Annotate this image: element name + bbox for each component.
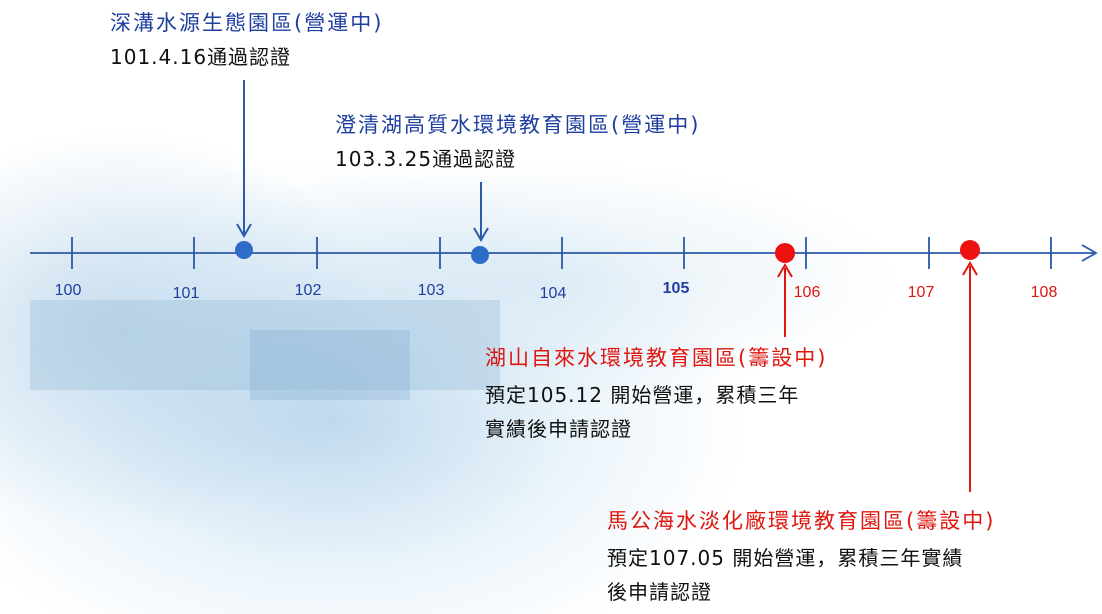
tick-label-102: 102 xyxy=(294,282,322,299)
event-3-title: 湖山自來水環境教育園區(籌設中) xyxy=(485,346,828,370)
arrow-event-1-head xyxy=(236,223,252,238)
background-building xyxy=(250,330,410,400)
timeline-axis-arrowhead xyxy=(1081,244,1098,262)
tick-label-107: 107 xyxy=(907,284,935,301)
marker-103-3 xyxy=(471,246,489,264)
arrow-event-3-head xyxy=(777,263,793,278)
event-4-title: 馬公海水淡化廠環境教育園區(籌設中) xyxy=(607,509,996,533)
marker-107-05 xyxy=(960,240,980,260)
background-building xyxy=(30,300,500,390)
tick-label-103: 103 xyxy=(417,282,445,299)
arrow-event-2-head xyxy=(473,227,489,242)
event-4-detail-line2: 後申請認證 xyxy=(607,580,712,604)
arrow-event-4-head xyxy=(962,261,978,276)
marker-101-4 xyxy=(235,241,253,259)
event-1-title: 深溝水源生態園區(營運中) xyxy=(110,11,384,35)
event-2-title: 澄清湖高質水環境教育園區(營運中) xyxy=(335,113,701,137)
event-2-detail: 103.3.25通過認證 xyxy=(335,147,517,171)
tick-label-101: 101 xyxy=(172,285,200,302)
tick-label-104: 104 xyxy=(539,285,567,302)
tick-label-100: 100 xyxy=(54,282,82,299)
event-1-detail: 101.4.16通過認證 xyxy=(110,45,292,69)
tick-label-108: 108 xyxy=(1030,284,1058,301)
event-3-detail-line1: 預定105.12 開始營運，累積三年 xyxy=(485,383,800,407)
tick-label-105: 105 xyxy=(662,280,690,297)
marker-105-12 xyxy=(775,243,795,263)
tick-label-106: 106 xyxy=(793,284,821,301)
event-3-detail-line2: 實績後申請認證 xyxy=(485,417,632,441)
event-4-detail-line1: 預定107.05 開始營運，累積三年實績 xyxy=(607,546,964,570)
